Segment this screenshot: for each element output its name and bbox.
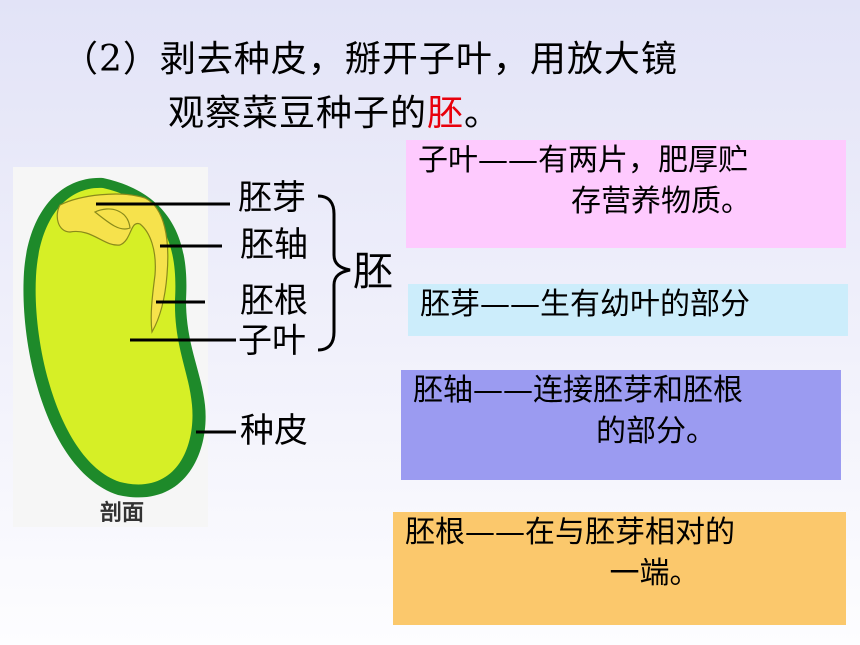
definition-radicle-line2: 一端。 — [609, 556, 700, 592]
definition-cotyledon-line1: 子叶——有两片，肥厚贮 — [418, 143, 748, 178]
definition-plumule-line1: 胚芽——生有幼叶的部分 — [420, 287, 750, 322]
plumule-leaf — [93, 208, 131, 230]
label-plumule: 胚芽 — [238, 178, 306, 218]
title-line-1: （2）剥去种皮，掰开子叶，用放大镜 — [62, 39, 678, 80]
definition-hypocotyl-line2: 的部分。 — [596, 414, 716, 450]
title-line-2: 观察菜豆种子的胚。 — [168, 84, 501, 136]
definition-cotyledon-line2: 存营养物质。 — [571, 184, 751, 220]
definition-hypocotyl-line1: 胚轴——连接胚芽和胚根 — [413, 373, 743, 408]
label-seed-coat: 种皮 — [240, 411, 308, 451]
label-radicle: 胚根 — [240, 281, 308, 321]
seed-caption: 剖面 — [100, 501, 145, 526]
definition-hypocotyl: 胚轴——连接胚芽和胚根 的部分。 — [401, 370, 841, 480]
definition-plumule: 胚芽——生有幼叶的部分 — [408, 284, 848, 336]
label-embryo: 胚 — [353, 249, 393, 295]
label-cotyledon: 子叶 — [238, 321, 306, 361]
definition-radicle: 胚根——在与胚芽相对的 一端。 — [393, 512, 846, 625]
definition-cotyledon: 子叶——有两片，肥厚贮 存营养物质。 — [406, 140, 846, 248]
title-period: 。 — [464, 93, 502, 134]
embryo-shape — [56, 193, 169, 334]
title-text: 观察菜豆种子的 — [168, 93, 428, 134]
cotyledon-shape — [35, 187, 193, 485]
title-highlight-embryo: 胚 — [427, 93, 465, 134]
embryo-brace — [317, 194, 351, 352]
label-hypocotyl: 胚轴 — [240, 225, 308, 265]
definition-radicle-line1: 胚根——在与胚芽相对的 — [405, 515, 735, 550]
